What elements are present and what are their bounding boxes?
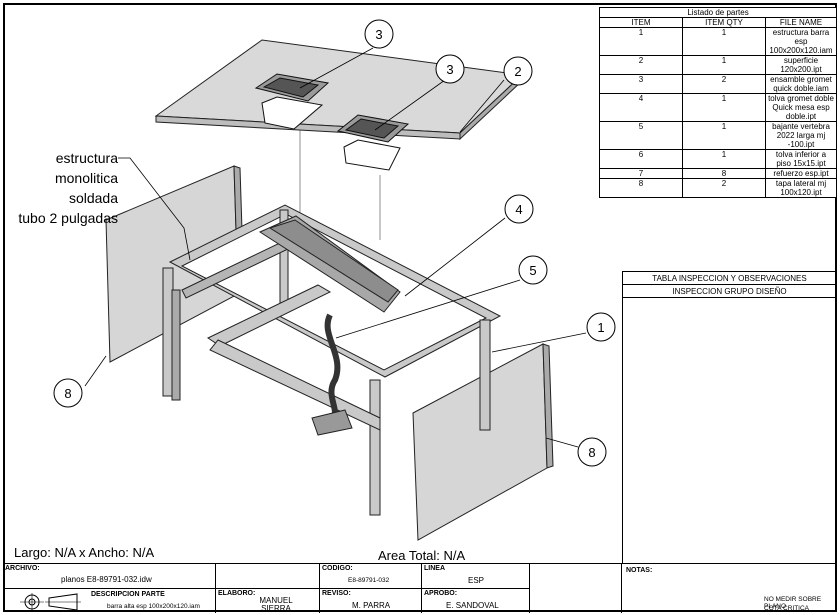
linea-value: ESP <box>468 576 485 585</box>
cell-file: superficie 120x200.ipt <box>765 55 837 75</box>
cell-item: 2 <box>599 55 683 75</box>
balloon-8a <box>53 378 83 408</box>
linea-cell: LINEA ESP <box>422 564 530 589</box>
elaboro-cell: ELABORO: MANUEL SIERRA <box>216 589 320 613</box>
elaboro-label: ELABORO: <box>218 590 256 597</box>
col-qty: ITEM QTY <box>682 17 766 28</box>
balloon-3b <box>435 54 465 84</box>
aprobo-label: APROBO: <box>424 590 458 597</box>
parts-list-table: Listado de partes ITEM ITEM QTY FILE NAM… <box>599 7 837 198</box>
elaboro-value: MANUEL SIERRA <box>259 596 293 613</box>
notas-cell: NOTAS: NO MEDIR SOBRE PLANO COTA CRITICA <box>622 564 837 613</box>
cell-item: 5 <box>599 121 683 150</box>
codigo-cell: CODIGO: E8-89791-032 <box>320 564 422 589</box>
archivo-label: ARCHIVO: <box>5 565 40 572</box>
reviso-cell: REVISO: M. PARRA <box>320 589 422 613</box>
descripcion-label: DESCRIPCION PARTE <box>91 591 165 598</box>
area-text: Area Total: N/A <box>378 548 466 563</box>
balloon-label: 3 <box>446 62 453 77</box>
cell-item: 3 <box>599 74 683 94</box>
cell-item: 1 <box>599 27 683 56</box>
annotation-line: estructura <box>55 150 118 166</box>
archivo-cell: ARCHIVO: planos E8-89791-032.idw <box>3 564 216 589</box>
blank-cell <box>216 564 320 589</box>
inspection-table: TABLA INSPECCION Y OBSERVACIONES INSPECC… <box>622 271 837 298</box>
parts-list-title: Listado de partes <box>599 7 837 18</box>
cell-item: 6 <box>599 149 683 169</box>
cell-qty: 2 <box>682 74 766 94</box>
annotation-line: soldada <box>68 190 118 206</box>
cell-qty: 1 <box>682 27 766 56</box>
cell-qty: 1 <box>682 121 766 150</box>
reviso-label: REVISO: <box>322 590 351 597</box>
cell-file: bajante vertebra 2022 larga mj -100.ipt <box>765 121 837 150</box>
cell-file: ensamble gromet quick doble.iam <box>765 74 837 94</box>
descripcion-cell: DESCRIPCION PARTE barra alta esp 100x200… <box>3 589 216 613</box>
balloon-5 <box>518 255 548 285</box>
notas-label: NOTAS: <box>626 567 653 574</box>
spare-cell <box>530 564 622 613</box>
cell-file: tapa lateral mj 100x120.ipt <box>765 178 837 198</box>
cell-file: tolva gromet doble Quick mesa esp doble.… <box>765 93 837 122</box>
balloon-3a <box>364 19 394 49</box>
balloon-label: 2 <box>514 64 521 79</box>
cell-qty: 2 <box>682 178 766 198</box>
col-file: FILE NAME <box>765 17 837 28</box>
annotation-line: tubo 2 pulgadas <box>18 210 118 226</box>
projection-symbol-icon <box>20 593 81 611</box>
aprobo-value: E. SANDOVAL <box>446 601 499 610</box>
archivo-value: planos E8-89791-032.idw <box>61 575 152 584</box>
cell-file: tolva inferior a piso 15x15.ipt <box>765 149 837 169</box>
balloon-label: 5 <box>529 263 536 278</box>
nota-2: COTA CRITICA <box>764 605 810 612</box>
cell-qty: 1 <box>682 149 766 169</box>
balloon-label: 8 <box>588 445 595 460</box>
cell-file: estructura barra esp 100x200x120.iam <box>765 27 837 56</box>
aprobo-cell: APROBO: E. SANDOVAL <box>422 589 530 613</box>
title-block: ARCHIVO: planos E8-89791-032.idw DESCRIP… <box>3 563 837 613</box>
inspection-subtitle: INSPECCION GRUPO DISEÑO <box>622 284 837 298</box>
inspection-title: TABLA INSPECCION Y OBSERVACIONES <box>622 271 837 285</box>
balloon-label: 8 <box>64 386 71 401</box>
cable-spine <box>324 313 341 420</box>
cell-item: 7 <box>599 168 683 179</box>
balloon-label: 4 <box>515 202 522 217</box>
annotation-line: monolitica <box>54 170 118 186</box>
descripcion-value: barra alta esp 100x200x120.iam <box>107 603 200 610</box>
reviso-value: M. PARRA <box>352 601 391 610</box>
cell-qty: 1 <box>682 93 766 122</box>
linea-label: LINEA <box>424 565 445 572</box>
balloon-2 <box>503 56 533 86</box>
inspection-divider <box>622 298 623 563</box>
col-item: ITEM <box>599 17 683 28</box>
balloon-8b <box>577 437 607 467</box>
cell-qty: 8 <box>682 168 766 179</box>
nota-1: NO MEDIR SOBRE PLANO <box>764 596 822 610</box>
cell-item: 4 <box>599 93 683 122</box>
steel-frame <box>162 204 502 516</box>
dimensions-text: Largo: N/A x Ancho: N/A <box>14 545 155 560</box>
cell-file: refuerzo esp.ipt <box>765 168 837 179</box>
codigo-label: CODIGO: <box>322 565 353 572</box>
sheet-border <box>3 3 837 612</box>
balloon-label: 1 <box>597 320 604 335</box>
balloon-4 <box>504 194 534 224</box>
cell-item: 8 <box>599 178 683 198</box>
codigo-value: E8-89791-032 <box>348 577 390 584</box>
balloon-label: 3 <box>375 27 382 42</box>
cell-qty: 1 <box>682 55 766 75</box>
structure-annotation: estructura monolitica soldada tubo 2 pul… <box>10 148 118 228</box>
balloon-1 <box>586 312 616 342</box>
floor-hopper <box>311 409 353 436</box>
